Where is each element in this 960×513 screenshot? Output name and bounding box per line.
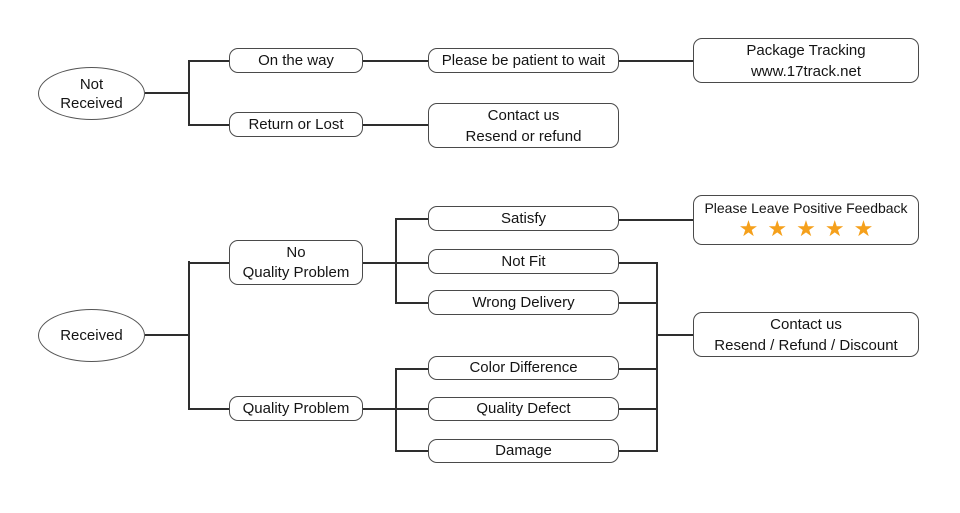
positive-feedback-label: Please Leave Positive Feedback xyxy=(704,199,908,216)
connector-line xyxy=(395,262,428,264)
node-satisfy: Satisfy xyxy=(428,206,619,231)
connector-line xyxy=(188,262,229,264)
connector-line xyxy=(363,60,428,62)
node-wrong-delivery: Wrong Delivery xyxy=(428,290,619,315)
node-color-difference: Color Difference xyxy=(428,356,619,380)
node-no-quality-problem: No Quality Problem xyxy=(229,240,363,285)
node-quality-defect: Quality Defect xyxy=(428,397,619,421)
connector-line xyxy=(395,218,428,220)
connector-line xyxy=(145,334,189,336)
connector-line xyxy=(395,368,428,370)
star-icon: ★ xyxy=(738,215,759,241)
node-return-or-lost: Return or Lost xyxy=(229,112,363,137)
node-on-the-way: On the way xyxy=(229,48,363,73)
node-received: Received xyxy=(38,309,145,362)
connector-line xyxy=(188,60,190,126)
connector-line xyxy=(395,408,428,410)
star-icon: ★ xyxy=(824,215,845,241)
node-contact-resend-refund: Contact us Resend or refund xyxy=(428,103,619,148)
connector-line xyxy=(188,261,190,409)
star-rating: ★ ★ ★ ★ ★ xyxy=(734,215,878,241)
connector-line xyxy=(363,124,428,126)
connector-line xyxy=(188,60,229,62)
connector-line xyxy=(395,218,397,304)
connector-line xyxy=(363,408,396,410)
connector-line xyxy=(188,124,229,126)
connector-line xyxy=(619,60,693,62)
connector-line xyxy=(656,262,658,452)
node-damage: Damage xyxy=(428,439,619,463)
node-not-fit: Not Fit xyxy=(428,249,619,274)
connector-line xyxy=(395,302,428,304)
connector-line xyxy=(145,92,189,94)
connector-line xyxy=(619,219,693,221)
connector-line xyxy=(395,450,428,452)
connector-line xyxy=(188,408,229,410)
node-positive-feedback: Please Leave Positive Feedback ★ ★ ★ ★ ★ xyxy=(693,195,919,245)
connector-line xyxy=(619,302,657,304)
connector-line xyxy=(395,368,397,452)
node-not-received: Not Received xyxy=(38,67,145,120)
connector-line xyxy=(619,408,657,410)
node-quality-problem: Quality Problem xyxy=(229,396,363,421)
star-icon: ★ xyxy=(767,215,788,241)
star-icon: ★ xyxy=(796,215,816,241)
connector-line xyxy=(656,334,693,336)
node-be-patient: Please be patient to wait xyxy=(428,48,619,73)
connector-line xyxy=(619,368,657,370)
node-contact-resend-refund-discount: Contact us Resend / Refund / Discount xyxy=(693,312,919,357)
node-package-tracking: Package Tracking www.17track.net xyxy=(693,38,919,83)
star-icon: ★ xyxy=(853,215,874,241)
connector-line xyxy=(619,450,657,452)
connector-line xyxy=(363,262,396,264)
connector-line xyxy=(619,262,657,264)
